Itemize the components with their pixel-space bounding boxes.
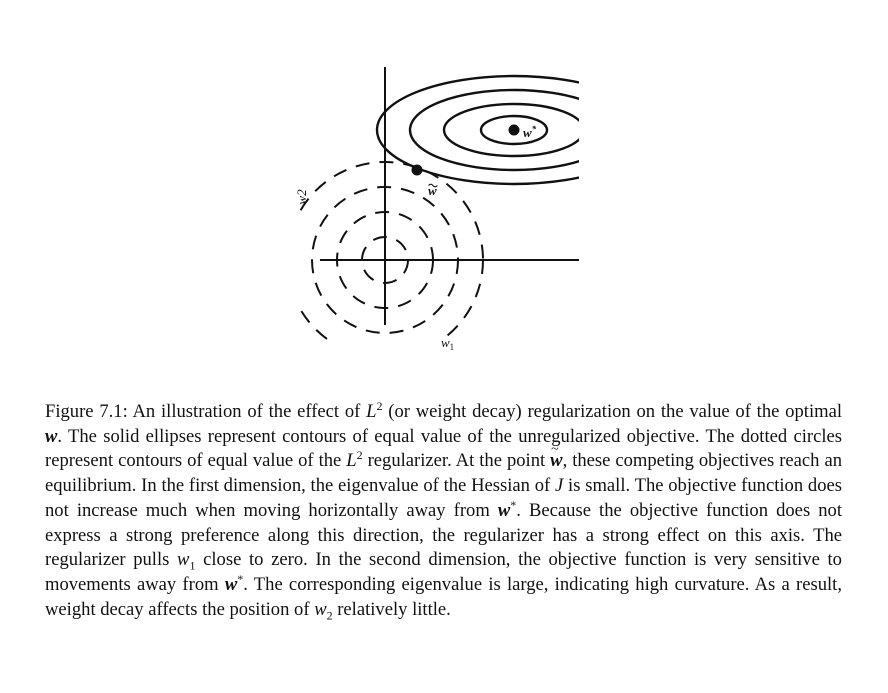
objective-contour [375, 74, 579, 186]
equilibrium-label: w [428, 183, 438, 198]
objective-contours [375, 74, 579, 186]
equilibrium-point [411, 164, 423, 176]
objective-contour [442, 102, 579, 158]
svg-text:w: w [428, 183, 437, 198]
w-tilde: w [550, 439, 562, 474]
optimum-point [508, 124, 520, 136]
x-axis-label: w1 [441, 335, 454, 352]
y-axis-label: w2 [294, 189, 309, 205]
objective-contour [479, 114, 549, 146]
objective-contour [408, 88, 579, 172]
figure-caption: Figure 7.1: An illustration of the effec… [45, 400, 842, 622]
optimum-label: w* [523, 124, 537, 140]
regularization-figure: w* w w1 w2 [294, 67, 579, 352]
